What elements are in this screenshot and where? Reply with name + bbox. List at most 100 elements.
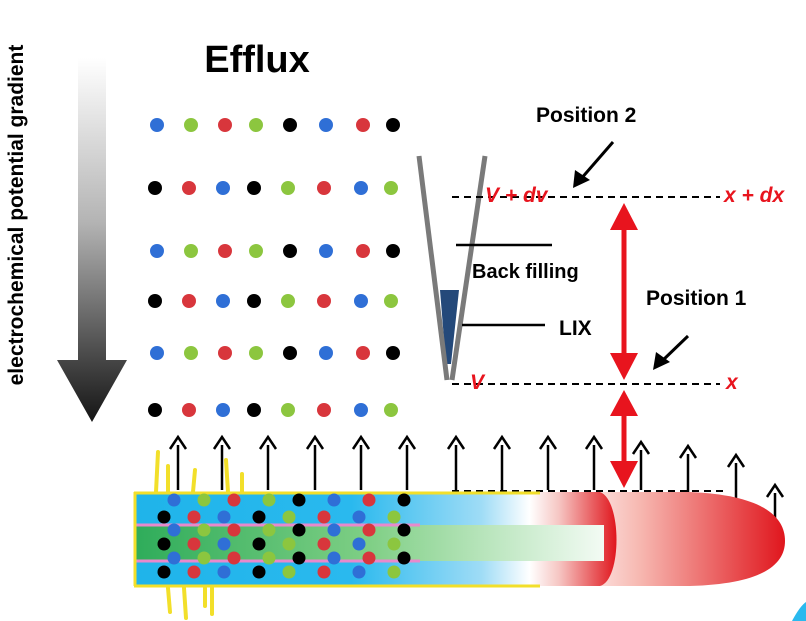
root-ion-red: [187, 565, 201, 579]
efflux-arrowhead: [258, 434, 278, 450]
root: [133, 491, 785, 588]
ion-green: [249, 346, 263, 360]
ion-black: [148, 294, 162, 308]
root-ion-black: [157, 537, 171, 551]
ion-red: [317, 181, 331, 195]
efflux-arrowhead: [446, 434, 466, 450]
gradient-arrow: [57, 58, 127, 422]
ion-green: [184, 118, 198, 132]
efflux-arrowhead: [351, 434, 371, 450]
ion-blue: [319, 346, 333, 360]
root-ion-red: [227, 493, 241, 507]
root-ion-blue: [217, 565, 231, 579]
root-ion-green: [387, 537, 401, 551]
ion-green: [384, 294, 398, 308]
root-ion-blue: [352, 537, 366, 551]
ion-blue: [216, 294, 230, 308]
ion-red: [182, 181, 196, 195]
ion-red: [218, 244, 232, 258]
root-ion-black: [252, 537, 266, 551]
position-1-pointer: [653, 334, 690, 370]
ion-black: [386, 346, 400, 360]
efflux-arrowhead: [305, 434, 325, 450]
ion-grid: [148, 118, 400, 417]
root-ion-green: [197, 523, 211, 537]
root-ion-black: [157, 510, 171, 524]
v-label: V: [470, 371, 486, 394]
ion-blue: [319, 118, 333, 132]
ion-green: [384, 181, 398, 195]
root-ion-black: [292, 523, 306, 537]
ion-blue: [216, 181, 230, 195]
root-ion-red: [317, 510, 331, 524]
root-ion-green: [262, 493, 276, 507]
root-ion-green: [387, 565, 401, 579]
surface-double-arrow: [610, 390, 638, 488]
ion-green: [281, 403, 295, 417]
root-ion-green: [262, 551, 276, 565]
efflux-arrowhead: [631, 439, 651, 455]
root-ion-red: [362, 523, 376, 537]
root-ion-red: [362, 551, 376, 565]
root-ion-blue: [327, 551, 341, 565]
root-ion-black: [397, 551, 411, 565]
root-ion-green: [197, 493, 211, 507]
ion-black: [148, 181, 162, 195]
root-ion-blue: [352, 510, 366, 524]
efflux-arrows: [168, 434, 785, 530]
efflux-arrowhead: [492, 434, 512, 450]
ion-blue: [216, 403, 230, 417]
reference-lines: [452, 196, 724, 492]
back-filling-label: Back filling: [472, 261, 579, 283]
x-dx-label: x + dx: [723, 184, 785, 207]
ion-green: [184, 244, 198, 258]
x-label: x: [725, 371, 739, 394]
root-ion-black: [252, 510, 266, 524]
ion-blue: [150, 118, 164, 132]
root-hairs: [154, 450, 244, 620]
root-ion-green: [197, 551, 211, 565]
ion-black: [148, 403, 162, 417]
root-ion-red: [317, 537, 331, 551]
ion-black: [386, 244, 400, 258]
root-ion-red: [187, 537, 201, 551]
ion-blue: [354, 403, 368, 417]
efflux-arrowhead: [538, 434, 558, 450]
root-ion-black: [292, 551, 306, 565]
ion-red: [356, 244, 370, 258]
ion-red: [182, 403, 196, 417]
ion-blue: [354, 181, 368, 195]
ion-blue: [354, 294, 368, 308]
root-ion-green: [282, 537, 296, 551]
root-ion-red: [227, 523, 241, 537]
root-ion-black: [397, 523, 411, 537]
root-ion-green: [282, 510, 296, 524]
efflux-arrowhead: [678, 443, 698, 459]
root-tip: [560, 492, 785, 586]
position-1-label: Position 1: [646, 287, 747, 310]
lix-label: LIX: [559, 317, 592, 340]
efflux-arrowhead: [397, 434, 417, 450]
root-ion-green: [262, 523, 276, 537]
ion-red: [317, 294, 331, 308]
position-2-label: Position 2: [536, 104, 636, 127]
ion-red: [356, 118, 370, 132]
efflux-arrowhead: [168, 434, 188, 450]
ion-black: [283, 244, 297, 258]
ion-red: [218, 346, 232, 360]
ion-black: [247, 294, 261, 308]
micropipette: [416, 155, 552, 381]
ion-blue: [150, 346, 164, 360]
root-ion-green: [282, 565, 296, 579]
ion-black: [386, 118, 400, 132]
v-dv-label: V + dv: [485, 184, 549, 207]
ion-green: [281, 181, 295, 195]
root-ion-red: [227, 551, 241, 565]
root-ion-red: [362, 493, 376, 507]
root-ion-green: [387, 510, 401, 524]
root-ion-blue: [217, 510, 231, 524]
root-ion-black: [292, 493, 306, 507]
root-ion-black: [157, 565, 171, 579]
ion-red: [317, 403, 331, 417]
